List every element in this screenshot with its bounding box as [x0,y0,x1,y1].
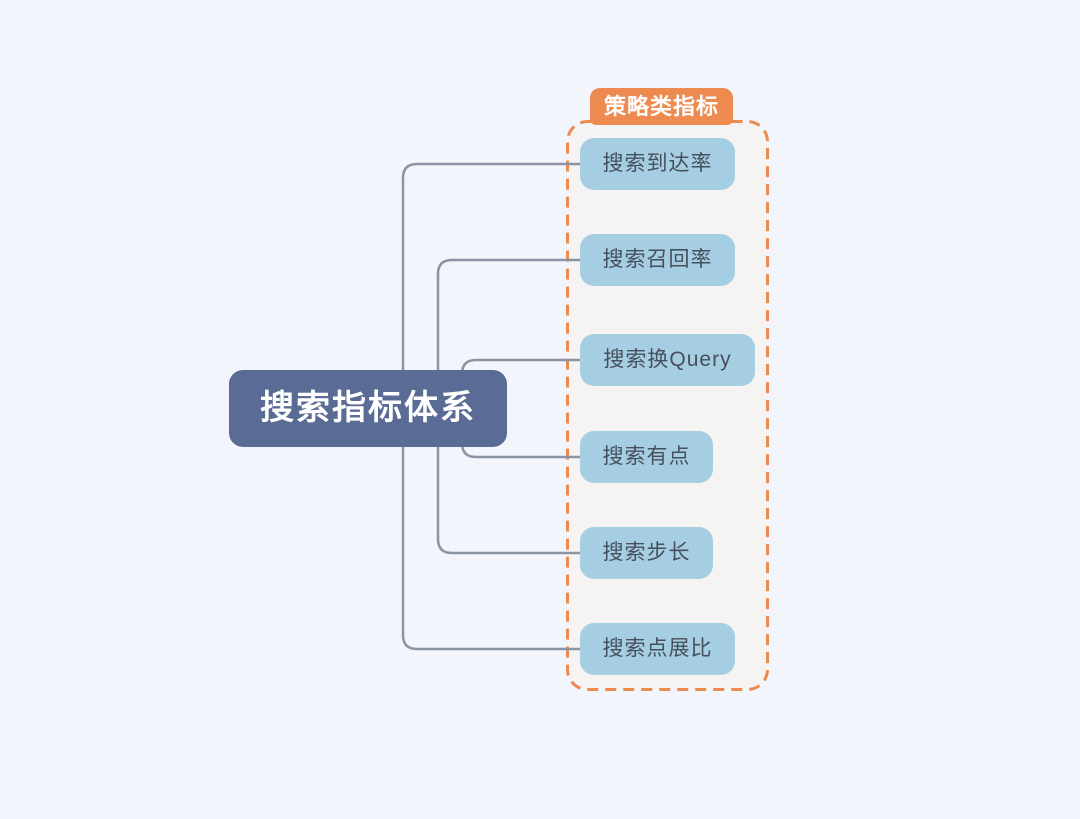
root-node[interactable]: 搜索指标体系 [229,370,507,447]
metric-node-search-click-show-ratio[interactable]: 搜索点展比 [580,623,735,675]
metric-node-search-has-click[interactable]: 搜索有点 [580,431,713,483]
metric-node-search-step-length[interactable]: 搜索步长 [580,527,713,579]
strategy-group-label[interactable]: 策略类指标 [590,88,734,125]
metric-node-search-query-change[interactable]: 搜索换Query [580,334,755,386]
metric-node-search-arrival-rate[interactable]: 搜索到达率 [580,138,735,190]
strategy-group-container [566,120,769,691]
metric-node-search-recall-rate[interactable]: 搜索召回率 [580,234,735,286]
